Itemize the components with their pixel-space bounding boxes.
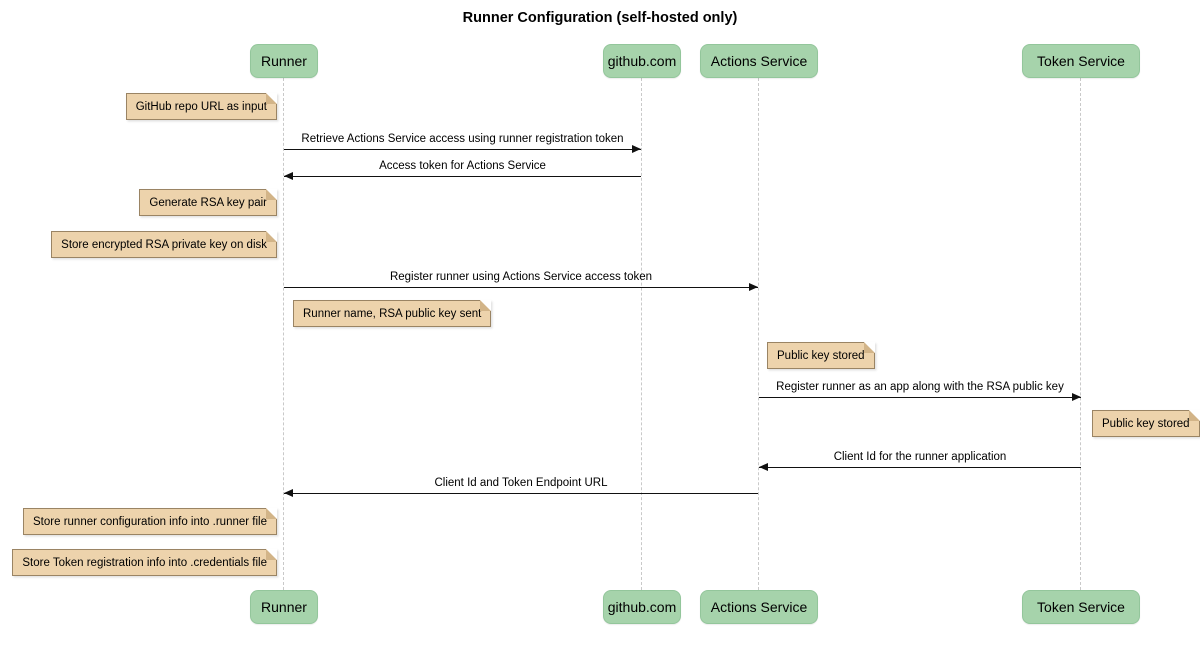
lifeline-token-service: [1080, 78, 1081, 590]
note-public-key-stored-actions: Public key stored: [767, 342, 875, 369]
arrowhead-left-icon: [284, 172, 293, 180]
participant-runner-bottom: Runner: [250, 590, 318, 624]
participant-github-bottom: github.com: [603, 590, 681, 624]
lifeline-github: [641, 78, 642, 590]
participant-actions-service-top: Actions Service: [700, 44, 818, 78]
arrowhead-left-icon: [759, 463, 768, 471]
participant-actions-service-bottom: Actions Service: [700, 590, 818, 624]
message-label: Register runner as an app along with the…: [776, 381, 1064, 393]
message-label: Access token for Actions Service: [379, 160, 546, 172]
participant-token-service-top: Token Service: [1022, 44, 1140, 78]
message-line: [284, 287, 758, 288]
note-runner-name-sent: Runner name, RSA public key sent: [293, 300, 492, 327]
arrowhead-left-icon: [284, 489, 293, 497]
diagram-title: Runner Configuration (self-hosted only): [462, 10, 738, 26]
participant-runner-top: Runner: [250, 44, 318, 78]
lifeline-actions-service: [758, 78, 759, 590]
note-store-private-key: Store encrypted RSA private key on disk: [51, 231, 277, 258]
message-label: Retrieve Actions Service access using ru…: [301, 133, 624, 145]
message-line: [759, 397, 1081, 398]
note-generate-rsa: Generate RSA key pair: [139, 189, 277, 216]
message-line: [284, 149, 641, 150]
note-store-runner-file: Store runner configuration info into .ru…: [23, 508, 277, 535]
message-line: [284, 176, 641, 177]
note-public-key-stored-token: Public key stored: [1092, 410, 1200, 437]
message-label: Client Id and Token Endpoint URL: [434, 477, 608, 489]
message-line: [284, 493, 758, 494]
note-store-credentials-file: Store Token registration info into .cred…: [12, 549, 277, 576]
participant-github-top: github.com: [603, 44, 681, 78]
participant-token-service-bottom: Token Service: [1022, 590, 1140, 624]
message-line: [759, 467, 1081, 468]
arrowhead-right-icon: [749, 283, 758, 291]
message-label: Client Id for the runner application: [833, 451, 1007, 463]
message-label: Register runner using Actions Service ac…: [389, 271, 653, 283]
note-repo-url-input: GitHub repo URL as input: [125, 93, 278, 120]
lifeline-runner: [283, 78, 284, 590]
arrowhead-right-icon: [1072, 393, 1081, 401]
arrowhead-right-icon: [632, 145, 641, 153]
